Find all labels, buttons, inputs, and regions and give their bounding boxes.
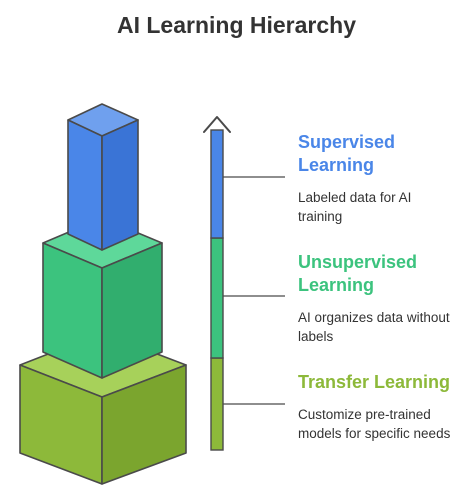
unsupervised-title: Unsupervised Learning (298, 252, 418, 295)
page-title: AI Learning Hierarchy (116, 12, 357, 38)
arrow-segment-supervised (210, 129, 224, 239)
arrow-segment-transfer (210, 357, 224, 451)
supervised-description: Labeled data for AI training (298, 190, 412, 224)
transfer-title: Transfer Learning (298, 372, 451, 392)
unsupervised-learning-block (42, 217, 163, 379)
arrow-segment-unsupervised (210, 237, 224, 359)
unsupervised-block-right (101, 242, 163, 379)
arrow-head-icon (203, 116, 231, 133)
supervised-block-right (101, 119, 139, 251)
unsupervised-description: AI organizes data without labels (298, 310, 450, 344)
transfer-description: Customize pre-trained models for specifi… (298, 407, 451, 441)
supervised-learning-block (67, 103, 139, 251)
transfer-block-right (101, 364, 187, 485)
hierarchy-arrow (203, 116, 231, 451)
supervised-block-left (67, 119, 103, 251)
supervised-title: Supervised Learning (298, 132, 396, 175)
